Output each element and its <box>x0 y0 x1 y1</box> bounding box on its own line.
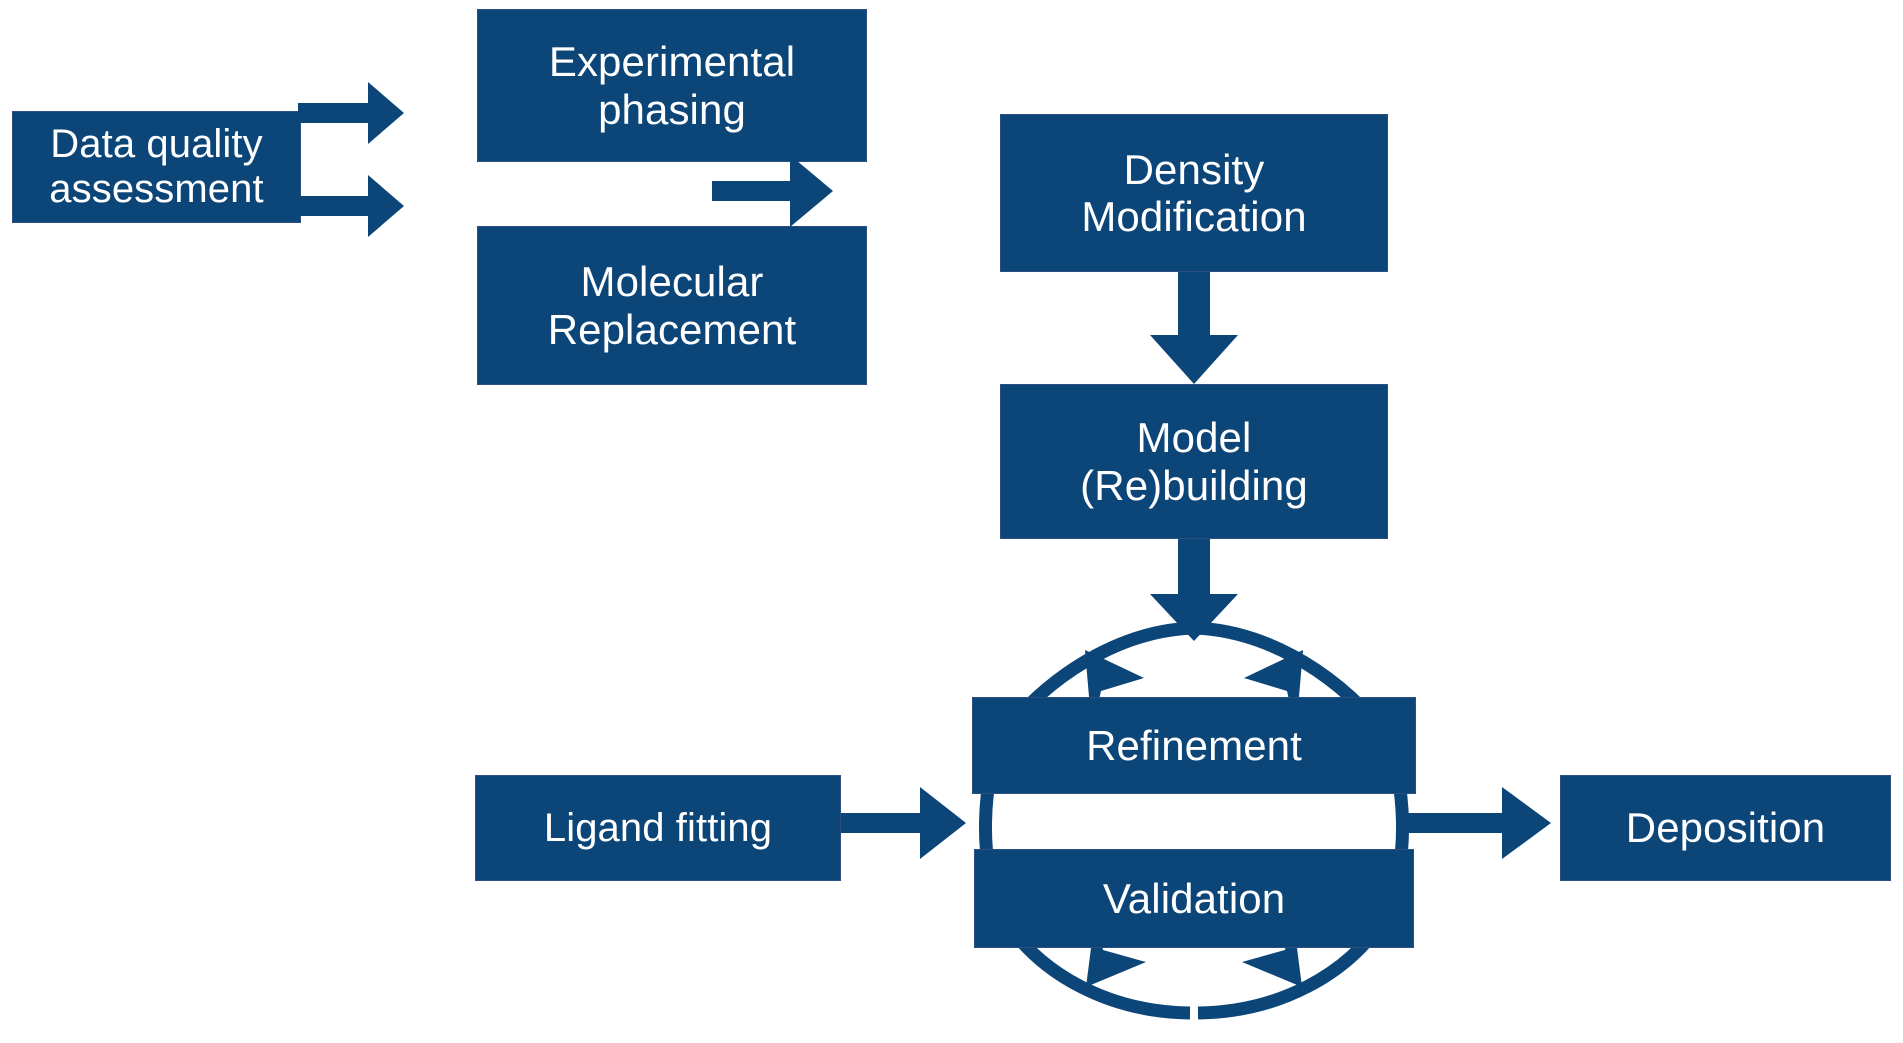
node-label: Validation <box>1102 874 1286 922</box>
node-label: Model (Re)building <box>1080 414 1308 509</box>
node-label: Deposition <box>1625 804 1826 852</box>
node-label: Molecular Replacement <box>547 258 797 353</box>
node-model-rebuilding[interactable]: Model (Re)building <box>1000 384 1388 539</box>
node-molecular-replacement[interactable]: Molecular Replacement <box>477 226 867 385</box>
arrow-ligand-fitting-to-cycle <box>841 787 966 859</box>
node-label: Refinement <box>1086 721 1302 769</box>
node-data-quality-assessment[interactable]: Data quality assessment <box>12 111 301 223</box>
arrow-phasing-to-density-modification <box>712 155 833 227</box>
arrow-data-quality-to-experimental-phasing <box>298 82 404 144</box>
node-validation[interactable]: Validation <box>974 849 1414 948</box>
node-experimental-phasing[interactable]: Experimental phasing <box>477 9 867 162</box>
arrow-cycle-to-deposition <box>1396 787 1551 859</box>
node-deposition[interactable]: Deposition <box>1560 775 1891 881</box>
node-refinement[interactable]: Refinement <box>972 697 1416 794</box>
node-density-modification[interactable]: Density Modification <box>1000 114 1388 272</box>
arrow-density-modification-to-model-rebuilding <box>1150 272 1238 384</box>
node-label: Experimental phasing <box>548 38 796 133</box>
arrow-model-rebuilding-to-cycle <box>1150 539 1238 641</box>
node-ligand-fitting[interactable]: Ligand fitting <box>475 775 841 881</box>
arrow-data-quality-to-molecular-replacement <box>298 175 404 237</box>
node-label: Density Modification <box>1081 145 1307 240</box>
node-label: Ligand fitting <box>543 805 773 850</box>
node-label: Data quality assessment <box>49 122 264 211</box>
